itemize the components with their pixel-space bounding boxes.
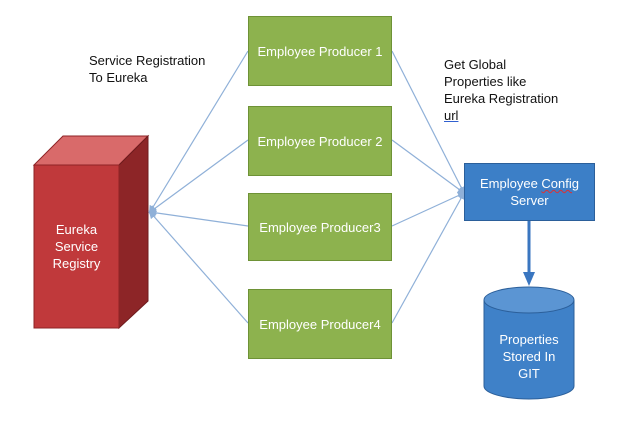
employee-config-server[interactable]: Employee Config Server <box>464 163 595 221</box>
registry-line: Service <box>54 239 99 254</box>
eureka-registry-label: Eureka Service Registry <box>34 221 119 272</box>
registry-line: Registry <box>52 256 101 271</box>
config-line-2: Server <box>510 193 549 208</box>
git-line: Properties <box>499 332 559 347</box>
git-store-label: Properties Stored In GIT <box>484 331 574 382</box>
producer-label: Employee Producer 1 <box>257 43 383 59</box>
global-props-line: Properties like <box>444 74 527 89</box>
config-line-1b: Config <box>541 176 579 191</box>
git-line: Stored In <box>502 349 556 364</box>
global-props-line: Eureka Registration <box>444 91 559 106</box>
producer-label: Employee Producer3 <box>259 219 381 235</box>
config-line-1a: Employee <box>480 176 542 191</box>
global-props-label: Get Global Properties like Eureka Regist… <box>444 56 558 124</box>
registration-label-line: To Eureka <box>89 70 148 85</box>
registry-line: Eureka <box>55 222 98 237</box>
producer-label: Employee Producer4 <box>259 316 381 332</box>
employee-producer-1[interactable]: Employee Producer 1 <box>248 16 392 86</box>
git-cylinder-shape <box>483 286 575 400</box>
global-props-line: url <box>444 108 459 123</box>
eureka-registry-shape <box>32 134 150 330</box>
employee-producer-2[interactable]: Employee Producer 2 <box>248 106 392 176</box>
config-line-1: Employee Config <box>480 175 579 192</box>
employee-producer-4[interactable]: Employee Producer4 <box>248 289 392 359</box>
git-line: GIT <box>518 366 540 381</box>
config-connectors <box>391 50 466 324</box>
registration-label-line: Service Registration <box>89 53 206 68</box>
producer-label: Employee Producer 2 <box>257 133 383 149</box>
global-props-line: Get Global <box>444 57 507 72</box>
registration-label: Service Registration To Eureka <box>89 52 205 86</box>
registration-connectors <box>148 50 249 324</box>
employee-producer-3[interactable]: Employee Producer3 <box>248 193 392 261</box>
